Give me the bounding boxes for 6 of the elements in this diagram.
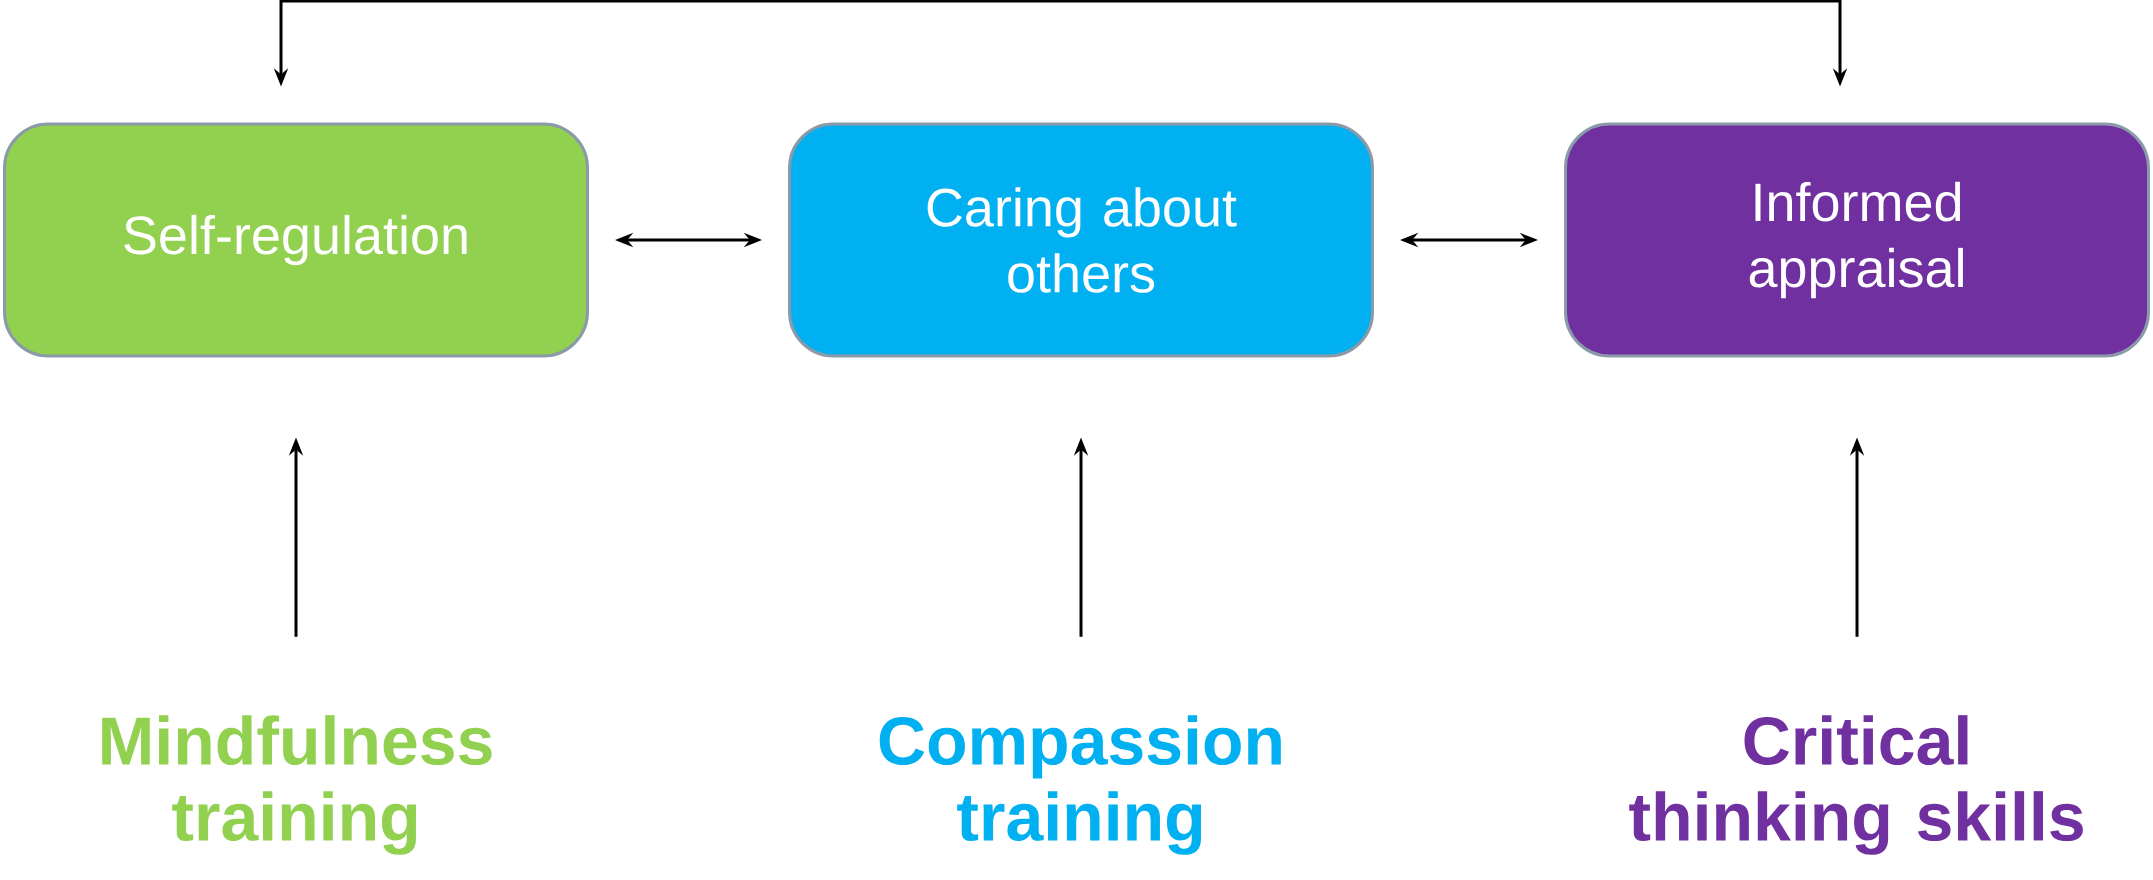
method-label: Mindfulness training	[102, 715, 492, 855]
process-box: Self-regulation	[3, 122, 589, 358]
process-box: Informed appraisal	[1564, 122, 2150, 358]
process-box: Caring about others	[788, 122, 1374, 358]
method-label: Critical thinking skills	[1629, 715, 2083, 855]
method-label: Compassion training	[879, 715, 1281, 855]
